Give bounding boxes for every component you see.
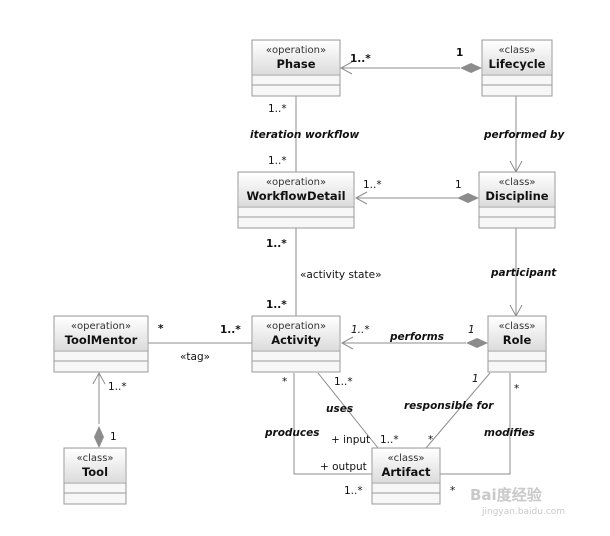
artifact-name: Artifact [381, 465, 431, 479]
phase-arrowhead [339, 61, 353, 75]
mult-artifact-responsible: * [428, 434, 433, 446]
role-name: Role [503, 333, 532, 347]
label-performed-by: performed by [483, 129, 566, 141]
mult-wfd-activity-activity: 1..* [266, 299, 287, 311]
activity-arrowhead [340, 336, 354, 350]
role-aggregation-diamond [466, 338, 488, 348]
mult-artifact-output: 1..* [344, 485, 363, 497]
toolmentor-class[interactable]: «operation» ToolMentor [53, 315, 149, 373]
artifact-class[interactable]: «class» Artifact [371, 447, 441, 505]
label-tag: «tag» [180, 351, 210, 363]
lifecycle-class[interactable]: «class» Lifecycle [481, 39, 553, 97]
workflowdetail-arrowhead [354, 191, 368, 205]
workflowdetail-stereotype: «operation» [266, 177, 326, 188]
mult-activity-produces: * [282, 376, 287, 388]
label-produces: produces [264, 427, 320, 439]
role-class[interactable]: «class» Role [487, 315, 547, 373]
mult-artifact-uses: 1..* [380, 434, 399, 446]
toolmentor-stereotype: «operation» [71, 321, 131, 332]
discipline-stereotype: «class» [498, 177, 535, 188]
label-activity-state: «activity state» [300, 269, 382, 281]
mult-role-responsible: 1 [472, 373, 479, 385]
tool-name: Tool [82, 465, 108, 479]
activity-name: Activity [271, 333, 321, 347]
mult-phase-lifecycle-lifecycle: 1 [456, 47, 463, 59]
mult-toolmentor-activity-activity: 1..* [220, 324, 241, 336]
phase-name: Phase [276, 57, 315, 71]
mult-toolmentor-activity-toolmentor: * [158, 323, 164, 335]
responsible-line [425, 372, 491, 449]
mult-toolmentor-tool-tool: 1 [110, 431, 117, 443]
mult-wfd-discipline-wfd: 1..* [363, 179, 382, 191]
phase-stereotype: «operation» [266, 45, 326, 56]
phase-class[interactable]: «operation» Phase [251, 39, 341, 97]
discipline-class[interactable]: «class» Discipline [478, 171, 556, 229]
activity-class[interactable]: «operation» Activity [251, 315, 341, 373]
produces-line [293, 373, 372, 475]
label-iteration-workflow: iteration workflow [250, 129, 360, 141]
lifecycle-stereotype: «class» [498, 45, 535, 56]
mult-activity-uses: 1..* [334, 376, 353, 388]
lifecycle-aggregation-diamond [460, 63, 482, 73]
label-uses: uses [326, 403, 353, 415]
label-responsible-for: responsible for [404, 400, 494, 412]
mult-toolmentor-tool-toolmentor: 1..* [108, 381, 127, 393]
mult-phase-wfd-phase: 1..* [268, 103, 287, 115]
modifies-line [440, 373, 511, 475]
label-input: + input [331, 434, 370, 446]
lifecycle-name: Lifecycle [489, 57, 546, 71]
tool-aggregation-diamond [94, 426, 104, 448]
mult-role-modifies: * [514, 383, 519, 395]
activity-stereotype: «operation» [266, 321, 326, 332]
artifact-stereotype: «class» [387, 453, 424, 464]
role-stereotype: «class» [498, 321, 535, 332]
discipline-aggregation-diamond [457, 193, 479, 203]
tool-stereotype: «class» [76, 453, 113, 464]
workflowdetail-name: WorkflowDetail [246, 189, 345, 203]
mult-artifact-modifies: * [450, 485, 455, 497]
toolmentor-arrowhead [92, 371, 106, 385]
toolmentor-name: ToolMentor [65, 333, 138, 347]
mult-activity-role-activity: 1..* [351, 324, 370, 336]
mult-wfd-activity-wfd: 1..* [266, 238, 287, 250]
workflowdetail-class[interactable]: «operation» WorkflowDetail [237, 171, 355, 229]
watermark: Bai度经验 jingyan.baidu.com [470, 486, 565, 517]
label-participant: participant [490, 267, 557, 279]
tool-class[interactable]: «class» Tool [63, 447, 127, 505]
mult-phase-wfd-wfd: 1..* [268, 155, 287, 167]
watermark-url: jingyan.baidu.com [481, 507, 565, 517]
watermark-brand: Bai度经验 [470, 486, 543, 504]
label-modifies: modifies [484, 427, 535, 439]
mult-wfd-discipline-discipline: 1 [455, 179, 462, 191]
mult-activity-role-role: 1 [468, 324, 475, 336]
label-output: + output [320, 461, 367, 473]
discipline-name: Discipline [485, 189, 548, 203]
uses-line [317, 372, 379, 449]
label-performs: performs [389, 331, 444, 343]
mult-phase-lifecycle-phase: 1..* [350, 53, 371, 65]
